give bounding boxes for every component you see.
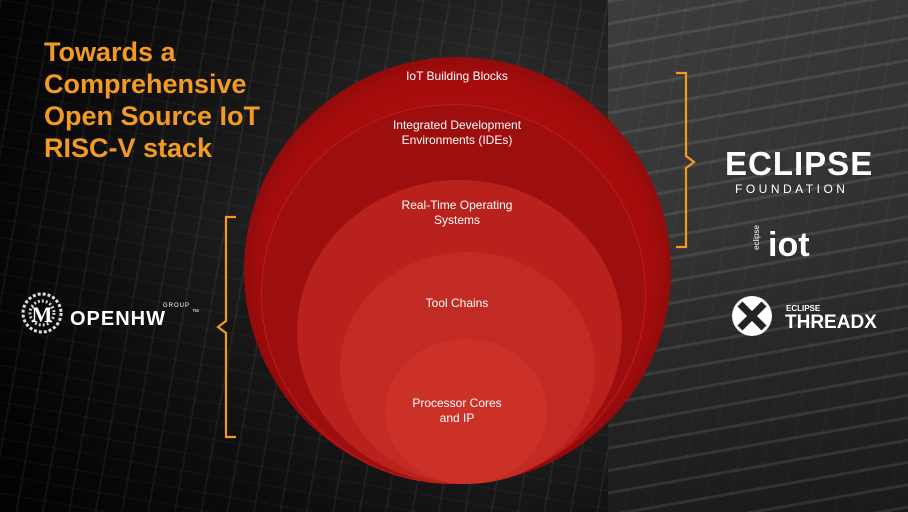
- threadx-logo-name: THREADX: [785, 312, 877, 333]
- eclipse-foundation-logo-sub: FOUNDATION: [735, 182, 849, 196]
- left-brace-icon: [216, 215, 236, 439]
- openhw-logo-sub: GROUP: [163, 303, 191, 309]
- layer-circle-processor-cores: [385, 339, 547, 484]
- slide-title: Towards a Comprehensive Open Source IoT …: [44, 37, 261, 163]
- openhw-logo-name: OPENHW: [70, 308, 166, 330]
- layer-label-rtos: Real-Time Operating Systems: [401, 198, 513, 227]
- threadx-x-icon: [732, 296, 772, 336]
- layer-label-tool-chains: Tool Chains: [425, 296, 489, 310]
- svg-text:M: M: [32, 302, 53, 327]
- layer-label-processor-cores: Processor Cores and IP: [412, 396, 502, 425]
- right-brace-icon: [676, 71, 696, 249]
- threadx-logo-prefix: ECLIPSE: [786, 304, 821, 313]
- eclipse-iot-logo-name: iot: [768, 226, 810, 264]
- eclipse-foundation-logo-name: ECLIPSE: [725, 145, 874, 182]
- eclipse-iot-logo-prefix: eclipse: [752, 225, 761, 250]
- openhw-globe-icon: M: [21, 292, 63, 334]
- layer-label-ides: Integrated Development Environments (IDE…: [392, 118, 522, 147]
- openhw-logo-tm: ™: [192, 309, 199, 316]
- layer-label-iot-building-blocks: IoT Building Blocks: [406, 69, 508, 83]
